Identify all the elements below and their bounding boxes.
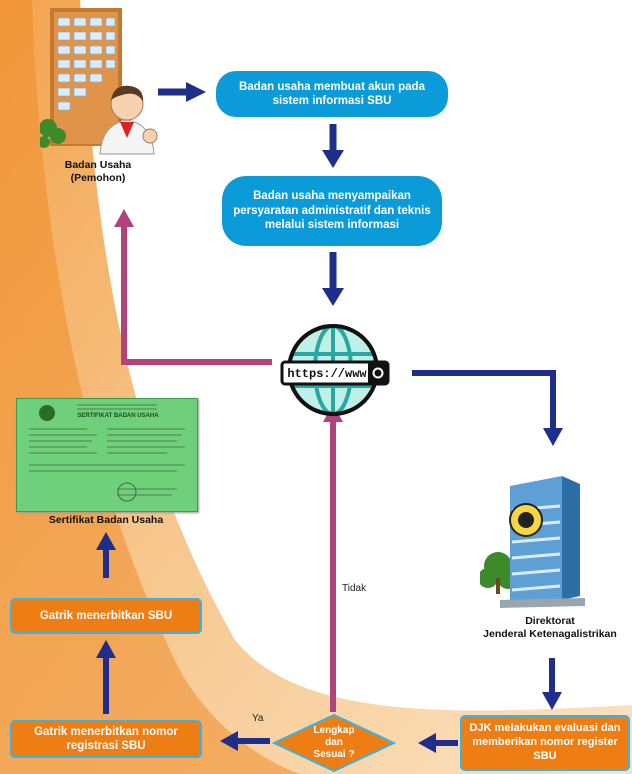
web-url-label: https://www bbox=[287, 367, 367, 381]
arrowhead bbox=[220, 731, 238, 751]
certificate-decor bbox=[29, 404, 185, 502]
step-submit-requirements: Badan usaha menyampaikan persyaratan adm… bbox=[222, 176, 442, 246]
office-building-icon bbox=[40, 8, 122, 148]
arrow-web-to-applicant bbox=[121, 225, 272, 365]
arrowhead bbox=[114, 209, 134, 227]
arrowhead bbox=[96, 532, 116, 550]
no-label: Tidak bbox=[342, 583, 367, 594]
arrowhead bbox=[322, 150, 344, 168]
directorate-label: Direktorat Jenderal Ketenagalistrikan bbox=[483, 615, 617, 641]
arrowhead bbox=[186, 82, 206, 102]
certificate-icon: SERTIFIKAT BADAN USAHA bbox=[16, 398, 198, 512]
certificate-label: Sertifikat Badan Usaha bbox=[48, 514, 164, 526]
step-gatrik-issue-register: Gatrik menerbitkan nomor registrasi SBU bbox=[10, 720, 202, 758]
government-building-icon bbox=[480, 476, 585, 608]
decision-label: Lengkap dan Sesuai ? bbox=[313, 725, 355, 760]
arrow-web-to-directorate bbox=[412, 370, 556, 430]
applicant-label: Badan Usaha (Pemohon) bbox=[64, 159, 132, 185]
certificate-title: SERTIFIKAT BADAN USAHA bbox=[77, 413, 159, 419]
arrowhead bbox=[96, 640, 116, 658]
arrowhead bbox=[542, 692, 562, 710]
globe-icon bbox=[280, 324, 390, 416]
arrowhead bbox=[543, 428, 563, 446]
yes-label: Ya bbox=[252, 713, 264, 724]
step-gatrik-issue-sbu: Gatrik menerbitkan SBU bbox=[10, 598, 202, 634]
arrowhead bbox=[322, 288, 344, 306]
step-create-account: Badan usaha membuat akun pada sistem inf… bbox=[216, 71, 448, 117]
decision-diamond bbox=[272, 713, 396, 773]
step-djk-evaluation: DJK melakukan evaluasi dan memberikan no… bbox=[460, 715, 630, 771]
arrowhead bbox=[418, 733, 436, 753]
businessman-icon bbox=[99, 85, 158, 155]
